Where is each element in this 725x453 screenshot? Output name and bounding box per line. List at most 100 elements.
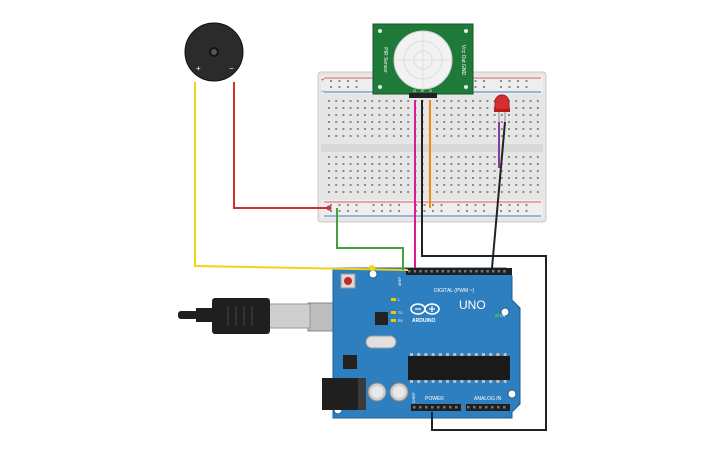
rail-hole (474, 80, 477, 82)
bottom-pin (503, 406, 506, 409)
wire-buzzer-plus[interactable] (194, 82, 409, 271)
bottom-pin (425, 406, 428, 409)
grid-hole (385, 135, 388, 137)
grid-hole (500, 114, 503, 116)
grid-hole (450, 191, 453, 193)
grid-hole (328, 100, 330, 102)
digital-pin (408, 270, 411, 273)
grid-hole (378, 128, 381, 130)
grid-hole (522, 156, 525, 158)
grid-hole (436, 107, 438, 109)
grid-hole (335, 107, 338, 109)
arduino-logo (410, 303, 440, 315)
grid-hole (472, 191, 474, 193)
grid-hole (479, 184, 482, 186)
rail-hole (423, 204, 426, 206)
grid-hole (378, 135, 381, 137)
grid-hole (356, 100, 359, 102)
grid-hole (378, 191, 381, 193)
grid-hole (335, 191, 338, 193)
digital-pins (408, 270, 506, 273)
grid-hole (436, 114, 438, 116)
rail-hole (355, 80, 358, 82)
pir-sensor[interactable]: PIR Sensor Vcc Out GND G A O (372, 23, 474, 98)
chip-pin (410, 353, 413, 356)
grid-hole (493, 191, 496, 193)
chip-pin (496, 380, 500, 383)
grid-hole (364, 114, 366, 116)
wire-green-ground[interactable] (336, 208, 404, 270)
grid-hole (356, 121, 359, 123)
analog-header[interactable] (466, 404, 510, 411)
rail-hole (389, 210, 392, 212)
grid-hole (400, 177, 402, 179)
grid-hole (508, 156, 510, 158)
grid-hole (335, 100, 338, 102)
wire-pir-ground[interactable] (421, 100, 547, 431)
grid-hole (522, 184, 525, 186)
grid-hole (486, 100, 489, 102)
grid-hole (364, 128, 366, 130)
grid-hole (464, 121, 467, 123)
grid-hole (342, 135, 345, 137)
grid-hole (392, 170, 395, 172)
arduino-uno-board[interactable]: UNO ARDUINO DIGITAL (PWM ~) POWER ANALOG… (178, 267, 521, 419)
wire-led-ground[interactable] (491, 121, 506, 269)
chip-pin (474, 380, 478, 383)
rail-hole (466, 210, 468, 212)
rail-hole (372, 204, 375, 206)
grid-hole (349, 191, 352, 193)
grid-hole (364, 156, 366, 158)
grid-hole (479, 156, 482, 158)
grid-hole (529, 170, 532, 172)
grid-hole (493, 170, 496, 172)
grid-hole (407, 191, 410, 193)
rail-hole (525, 204, 528, 206)
grid-hole (508, 163, 510, 165)
rail-hole (474, 204, 477, 206)
grid-hole (479, 107, 482, 109)
grid-hole (443, 177, 446, 179)
grid-hole (522, 135, 525, 137)
grid-hole (400, 100, 402, 102)
grid-hole (443, 156, 446, 158)
grid-hole (371, 156, 374, 158)
grid-hole (536, 156, 539, 158)
power-header[interactable] (411, 404, 461, 411)
grid-hole (407, 128, 410, 130)
grid-hole (436, 184, 438, 186)
red-led[interactable] (494, 94, 510, 122)
digital-pin (503, 270, 506, 273)
grid-hole (515, 170, 518, 172)
grid-hole (364, 177, 366, 179)
grid-hole (536, 128, 539, 130)
bottom-pin (443, 406, 446, 409)
grid-hole (529, 121, 532, 123)
rail-hole (517, 204, 519, 206)
piezo-buzzer[interactable]: + − (184, 22, 244, 82)
grid-hole (378, 163, 381, 165)
chip-pin (460, 380, 464, 383)
grid-hole (378, 177, 381, 179)
grid-hole (385, 177, 388, 179)
grid-hole (464, 163, 467, 165)
grid-hole (349, 163, 352, 165)
grid-hole (407, 135, 410, 137)
grid-hole (328, 114, 330, 116)
grid-hole (371, 135, 374, 137)
rail-hole (474, 210, 477, 212)
grid-hole (443, 170, 446, 172)
grid-hole (450, 128, 453, 130)
grid-hole (443, 135, 446, 137)
grid-hole (342, 156, 345, 158)
chip-pin (431, 353, 435, 356)
grid-hole (378, 114, 381, 116)
grid-hole (529, 163, 532, 165)
chip-pin (453, 380, 457, 383)
grid-hole (529, 128, 532, 130)
grid-hole (472, 100, 474, 102)
rail-hole (517, 86, 519, 88)
grid-hole (457, 191, 460, 193)
grid-hole (536, 177, 539, 179)
wire-buzzer-minus[interactable] (233, 82, 329, 209)
